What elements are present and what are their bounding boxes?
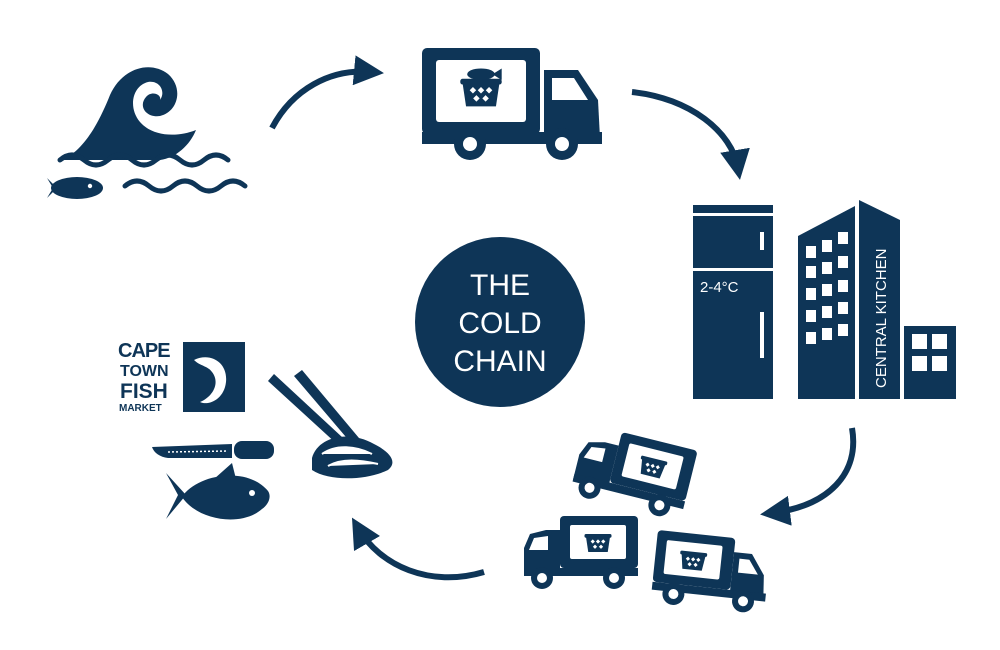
refrigerator-icon: 2-4°C [693, 205, 773, 399]
small-truck-icon [569, 423, 697, 521]
fridge-temperature: 2-4°C [700, 279, 739, 296]
logo-line1: CAPE [118, 340, 170, 362]
knife-icon [152, 441, 274, 459]
center-title-line1: THE [470, 269, 530, 302]
flow-arrow-1 [269, 55, 384, 130]
logo-emblem [183, 342, 245, 412]
flow-arrow-2 [631, 89, 750, 180]
fish-basket-icon [460, 68, 502, 107]
building-label: CENTRAL KITCHEN [873, 249, 890, 388]
flow-arrow-4 [351, 517, 485, 581]
logo-line3: FISH [120, 380, 168, 403]
logo-line4: MARKET [119, 403, 162, 414]
flow-arrow-3 [760, 427, 857, 526]
brand-logo: CAPE TOWN FISH MARKET [118, 340, 245, 414]
office-building-icon: CENTRAL KITCHEN [798, 200, 956, 399]
delivery-truck-icon [422, 48, 602, 160]
small-truck-icon [524, 516, 638, 589]
small-truck-icon [651, 530, 766, 613]
logo-line2: TOWN [120, 363, 169, 380]
fish-icon [47, 177, 103, 199]
fish-icon [166, 463, 270, 520]
logo-fish-emblem [194, 357, 227, 404]
chopsticks-sushi-icon [268, 370, 393, 479]
ocean-wave-icon [57, 67, 248, 194]
center-circle: THE COLD CHAIN [415, 237, 585, 407]
center-title-line2: COLD [458, 307, 541, 340]
center-title-line3: CHAIN [453, 345, 546, 378]
